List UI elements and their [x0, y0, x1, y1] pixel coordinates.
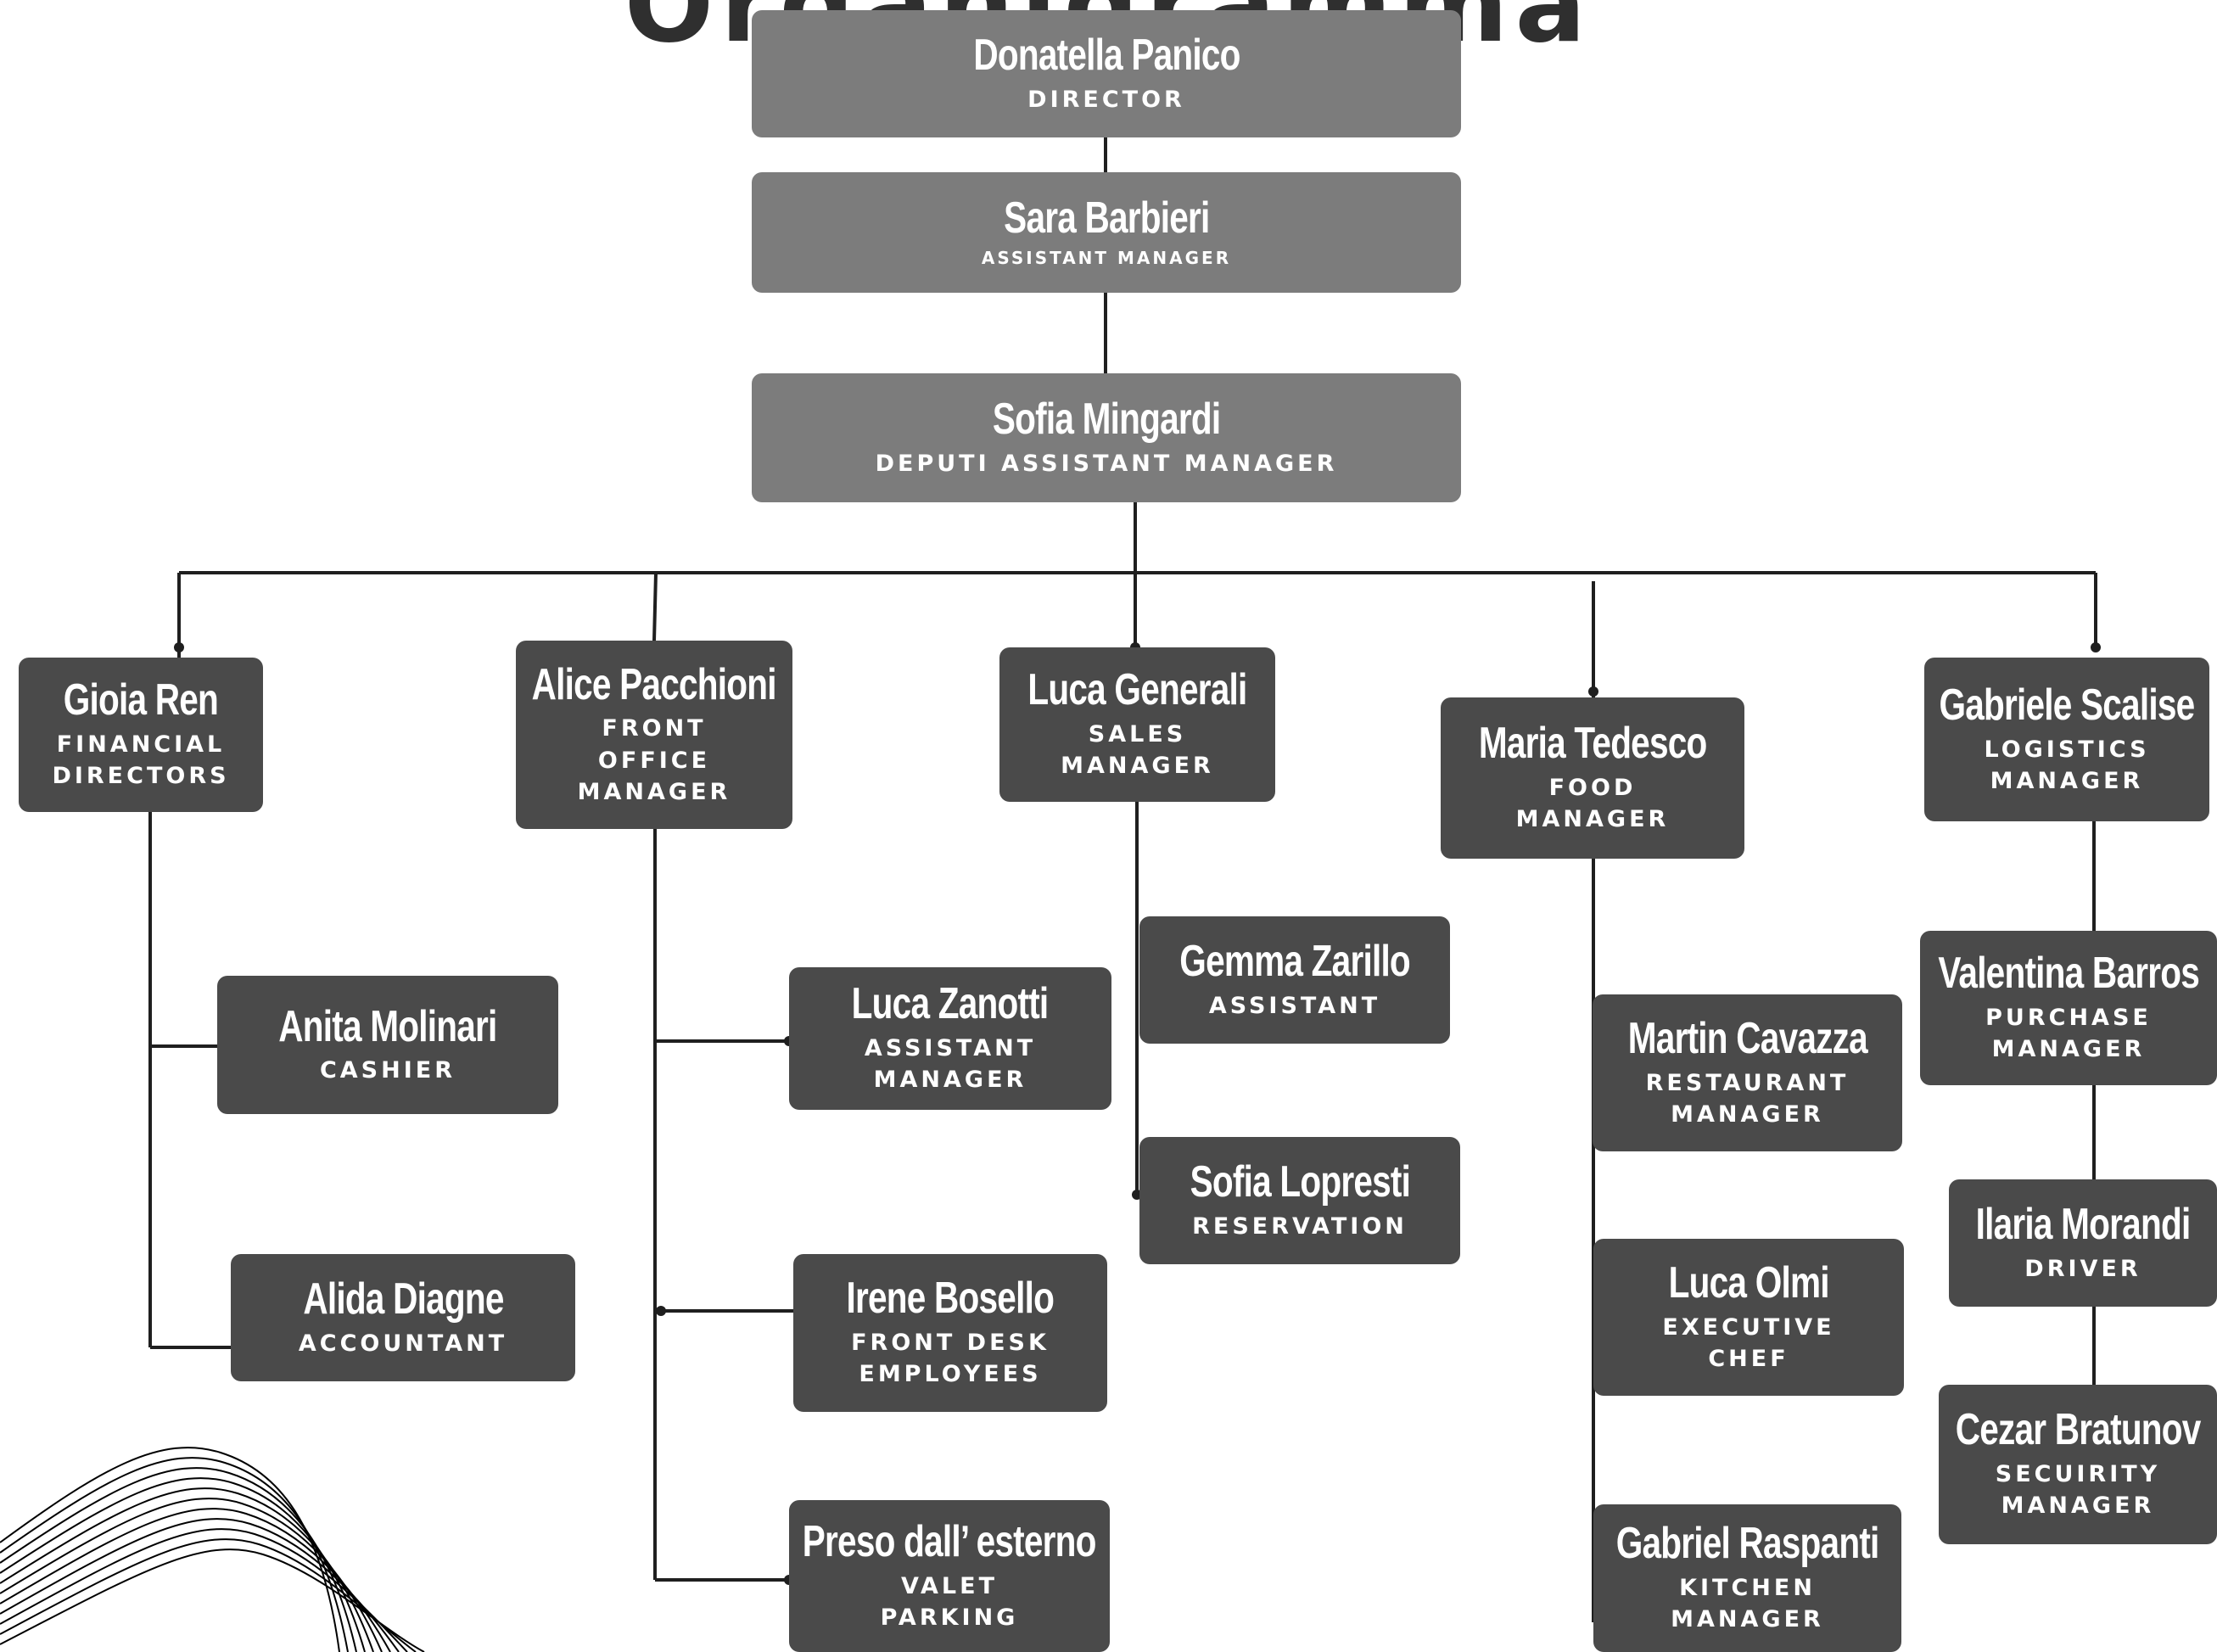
node-name: Gemma Zarillo	[1179, 937, 1410, 987]
node-valet-parking: Preso dall’ esterno VALET PARKING	[789, 1500, 1110, 1652]
node-role: SALES MANAGER	[1061, 721, 1214, 780]
node-driver: Ilaria Morandi DRIVER	[1949, 1179, 2217, 1307]
node-name: Luca Generali	[1027, 665, 1247, 715]
dot-front-desk-left	[656, 1306, 666, 1316]
node-front-office-manager: Alice Pacchioni FRONT OFFICE MANAGER	[516, 641, 792, 829]
wave-line-11	[0, 1548, 425, 1652]
node-name: Sara Barbieri	[1003, 193, 1210, 243]
node-financial-directors: Gioia Ren FINANCIAL DIRECTORS	[19, 658, 263, 812]
node-role: RESTAURANT MANAGER	[1645, 1069, 1850, 1128]
node-purchase-manager: Valentina Barros PURCHASE MANAGER	[1920, 931, 2217, 1085]
node-role: RESERVATION	[1192, 1212, 1408, 1240]
node-name: Ilaria Morandi	[1975, 1200, 2192, 1250]
node-role: CASHIER	[319, 1057, 456, 1084]
node-role: ASSISTANT MANAGER	[864, 1035, 1037, 1094]
node-director: Donatella Panico DIRECTOR	[752, 10, 1461, 137]
node-name: Donatella Panico	[972, 31, 1240, 81]
node-role: FOOD MANAGER	[1515, 775, 1670, 833]
node-accountant: Alida Diagne ACCOUNTANT	[231, 1254, 575, 1381]
node-kitchen-manager: Gabriel Raspanti KITCHEN MANAGER	[1593, 1504, 1901, 1652]
node-role: EXECUTIVE CHEF	[1662, 1313, 1835, 1372]
wave-line-10	[0, 1538, 417, 1652]
node-name: Gabriele Scalise	[1939, 680, 2196, 730]
node-name: Luca Zanotti	[852, 979, 1050, 1029]
node-role: VALET PARKING	[880, 1572, 1019, 1631]
node-name: Martin Cavazza	[1627, 1013, 1867, 1063]
node-name: Valentina Barros	[1938, 949, 2199, 999]
node-name: Maria Tedesco	[1478, 719, 1707, 769]
node-name: Cezar Bratunov	[1955, 1405, 2202, 1455]
node-security-manager: Cezar Bratunov SECUIRITY MANAGER	[1939, 1385, 2217, 1544]
node-restaurant-manager: Martin Cavazza RESTAURANT MANAGER	[1593, 994, 1902, 1151]
node-logistics-manager: Gabriele Scalise LOGISTICS MANAGER	[1924, 658, 2209, 821]
node-name: Irene Bosello	[846, 1274, 1055, 1324]
wave-line-2	[0, 1457, 349, 1652]
node-name: Anita Molinari	[278, 1001, 497, 1051]
wave-line-8	[0, 1518, 400, 1652]
node-sales-assistant: Gemma Zarillo ASSISTANT	[1139, 916, 1450, 1044]
node-role: KITCHEN MANAGER	[1671, 1575, 1824, 1633]
node-sales-manager: Luca Generali SALES MANAGER	[999, 647, 1275, 802]
decorative-wave-lines	[0, 1447, 425, 1652]
node-role: LOGISTICS MANAGER	[1984, 736, 2150, 794]
node-role: FRONT DESK EMPLOYEES	[851, 1330, 1050, 1388]
node-name: Gioia Ren	[63, 675, 219, 725]
node-role: SECUIRITY MANAGER	[1995, 1461, 2161, 1520]
node-name: Sofia Lopresti	[1190, 1157, 1410, 1207]
node-cashier: Anita Molinari CASHIER	[217, 976, 558, 1114]
connector-lines-group	[148, 137, 2097, 1622]
node-role: ACCOUNTANT	[298, 1330, 508, 1357]
node-role: ASSISTANT	[1208, 992, 1381, 1019]
node-reservation: Sofia Lopresti RESERVATION	[1139, 1137, 1460, 1264]
node-role: FRONT OFFICE MANAGER	[577, 715, 731, 805]
node-front-desk-employees: Irene Bosello FRONT DESK EMPLOYEES	[793, 1254, 1107, 1412]
node-name: Sofia Mingardi	[992, 395, 1221, 445]
node-role: ASSISTANT MANAGER	[981, 247, 1232, 268]
node-assistant-manager: Sara Barbieri ASSISTANT MANAGER	[752, 172, 1461, 293]
node-executive-chef: Luca Olmi EXECUTIVE CHEF	[1593, 1239, 1904, 1396]
node-name: Alida Diagne	[302, 1274, 504, 1324]
node-role: DRIVER	[2024, 1255, 2141, 1282]
connector-bus-frontoffice	[652, 572, 658, 641]
node-name: Alice Pacchioni	[531, 659, 777, 709]
node-food-manager: Maria Tedesco FOOD MANAGER	[1441, 697, 1744, 859]
node-role: PURCHASE MANAGER	[1985, 1005, 2152, 1063]
node-name: Gabriel Raspanti	[1615, 1519, 1880, 1569]
wave-line-9	[0, 1528, 408, 1652]
node-name: Preso dall’ esterno	[803, 1516, 1097, 1566]
wave-line-3	[0, 1467, 357, 1652]
dot-food	[1588, 686, 1598, 697]
node-front-assistant-manager: Luca Zanotti ASSISTANT MANAGER	[789, 967, 1111, 1110]
wave-line-1	[0, 1447, 340, 1652]
node-role: DEPUTI ASSISTANT MANAGER	[875, 450, 1338, 477]
dot-logistics	[2091, 642, 2101, 652]
dot-financial	[174, 642, 184, 652]
node-name: Luca Olmi	[1668, 1257, 1829, 1308]
node-role: DIRECTOR	[1027, 86, 1185, 113]
node-role: FINANCIAL DIRECTORS	[52, 731, 230, 790]
node-deputy-assistant-manager: Sofia Mingardi DEPUTI ASSISTANT MANAGER	[752, 373, 1461, 502]
